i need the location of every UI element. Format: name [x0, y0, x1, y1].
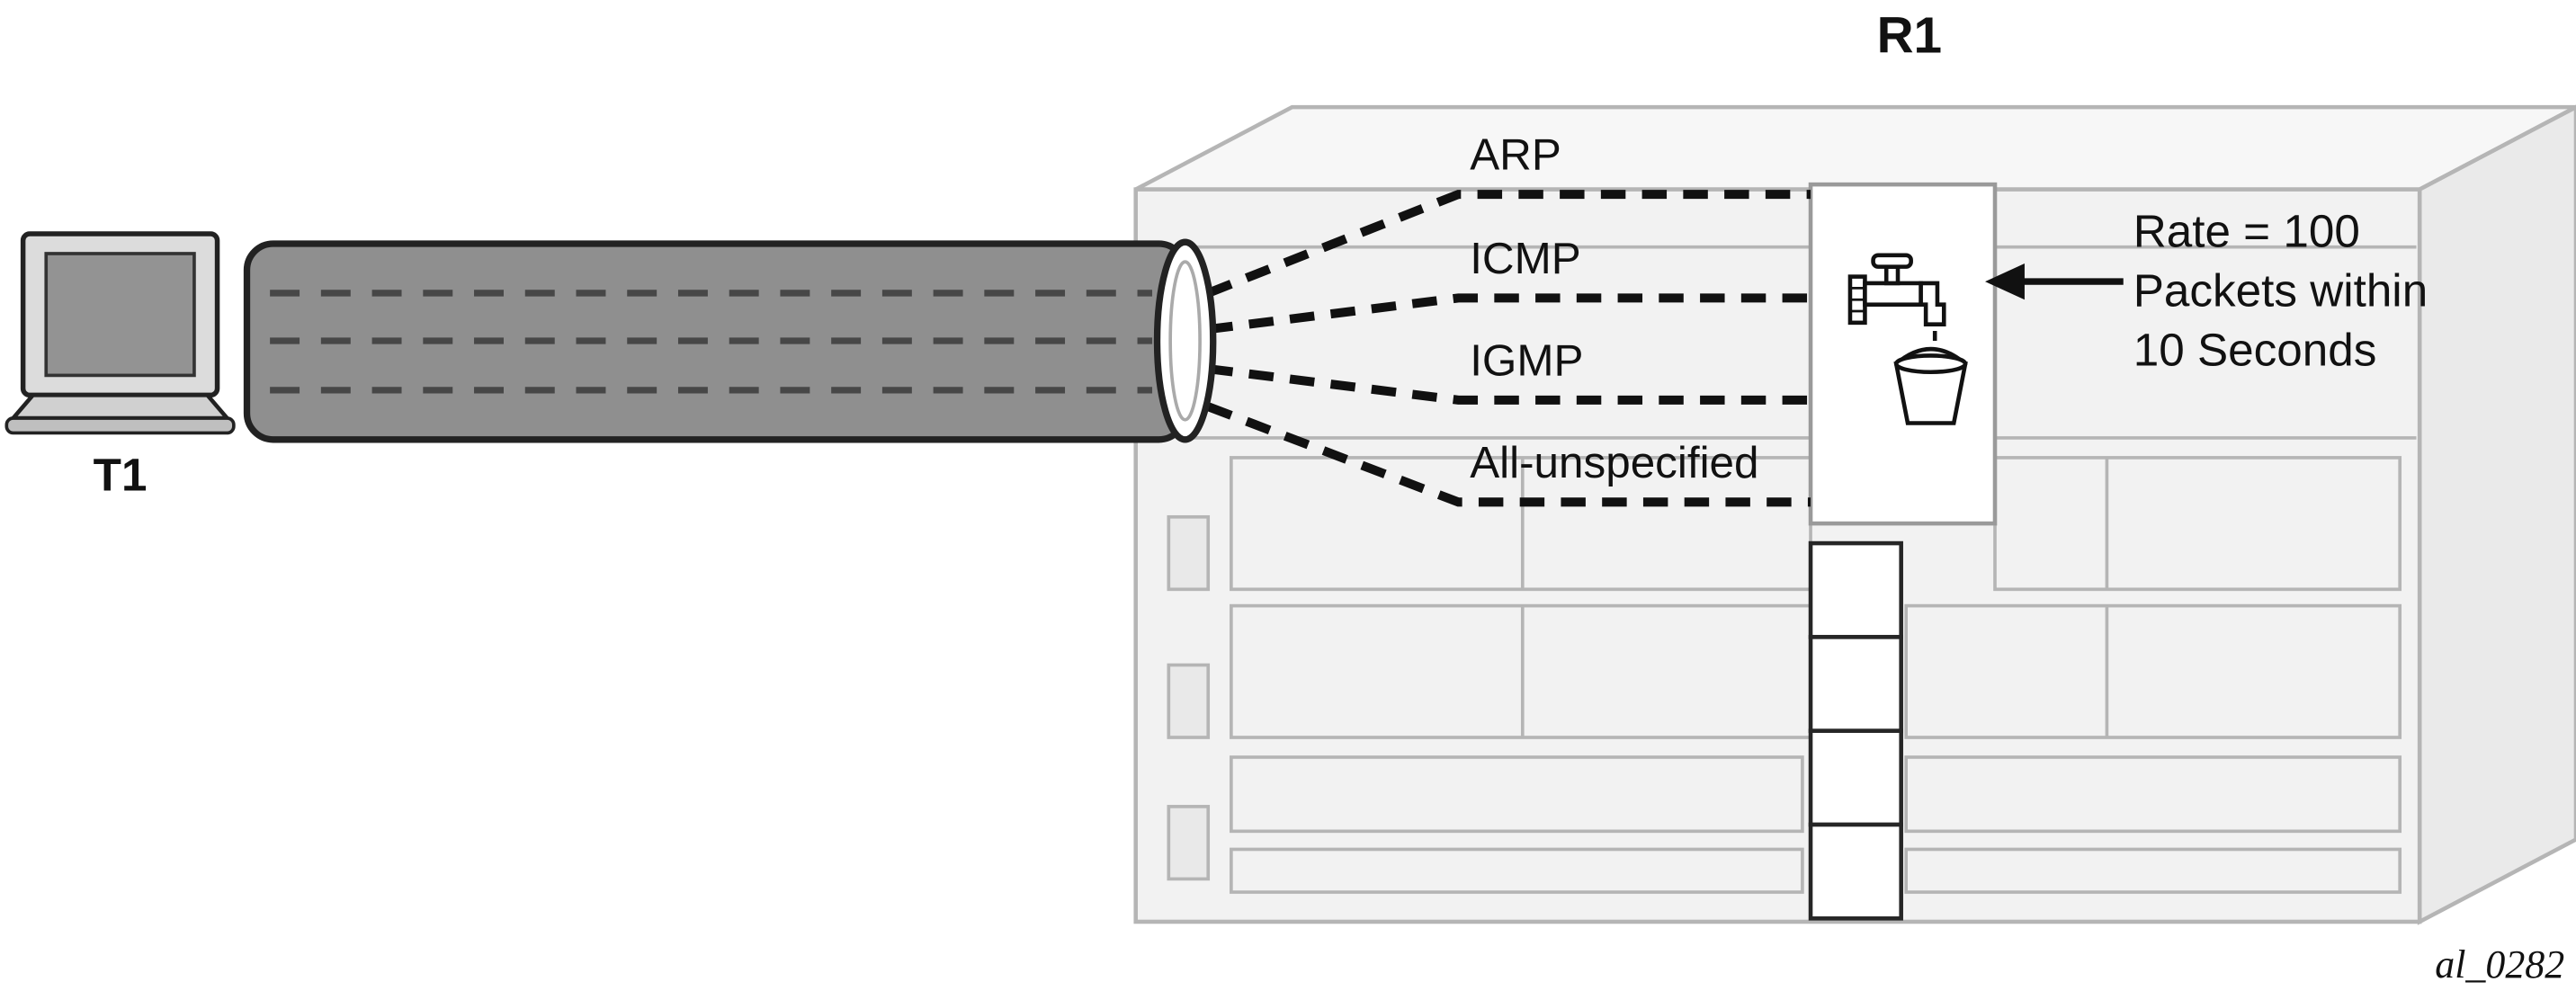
uplink-pipe	[243, 238, 1217, 443]
traffic-label-icmp: ICMP	[1470, 234, 1581, 283]
chassis-latch	[1167, 514, 1211, 592]
rate-annotation: Rate = 100 Packets within 10 Seconds	[1985, 206, 2428, 375]
chassis-latch	[1167, 805, 1211, 881]
faucet-handle	[1871, 253, 1913, 269]
policer-box	[1808, 182, 1998, 526]
arrow-head	[1985, 263, 2025, 300]
line-card-slot	[1904, 755, 2402, 834]
bucket-rim	[1893, 353, 1968, 375]
rate-line-2: Packets within	[2133, 265, 2428, 317]
pipe-mouth	[1153, 238, 1217, 443]
left-arrow-icon	[1985, 263, 2124, 300]
queue-cell	[1808, 635, 1903, 733]
rate-line-1: Rate = 100	[2133, 206, 2360, 257]
queue-stack	[1808, 540, 1903, 921]
queue-cell	[1808, 822, 1903, 921]
queue-cell	[1808, 728, 1903, 827]
laptop-icon	[4, 231, 236, 435]
faucet-body	[1863, 281, 1923, 308]
policer-frame	[1808, 182, 1998, 526]
chassis-latch	[1167, 663, 1211, 739]
laptop-keyboard	[8, 393, 232, 421]
laptop-base	[4, 416, 236, 435]
traffic-split-lines	[1206, 190, 1811, 507]
faucet-spout	[1919, 281, 1946, 326]
line-card-slot	[1904, 603, 2402, 739]
laptop-screen	[44, 252, 196, 378]
arp-flow-line	[1206, 190, 1811, 298]
faucet-icon	[1847, 253, 1946, 341]
traffic-label-igmp: IGMP	[1470, 335, 1583, 385]
line-card-slot	[1230, 847, 1804, 894]
all-unspecified-flow-line	[1206, 402, 1811, 507]
queue-cell	[1808, 540, 1903, 639]
figure-watermark: al_0282	[2435, 942, 2564, 987]
icmp-flow-line	[1207, 293, 1811, 335]
chassis-right-face	[2417, 104, 2576, 925]
faucet-handle-stem	[1883, 264, 1901, 286]
bucket-icon	[1893, 346, 1968, 425]
line-card-slot	[1230, 755, 1804, 834]
router-label: R1	[1877, 8, 1943, 65]
terminal-label: T1	[94, 450, 148, 501]
traffic-labels: ARP ICMP IGMP All-unspecified	[1470, 130, 1758, 487]
traffic-label-all-unspecified: All-unspecified	[1470, 438, 1758, 487]
line-card-slot	[1904, 847, 2402, 894]
pipe-mouth-inner	[1168, 260, 1202, 422]
igmp-flow-line	[1207, 364, 1811, 405]
traffic-label-arp: ARP	[1470, 130, 1561, 180]
rate-line-3: 10 Seconds	[2133, 324, 2377, 375]
chassis-top-face	[1134, 104, 2576, 192]
